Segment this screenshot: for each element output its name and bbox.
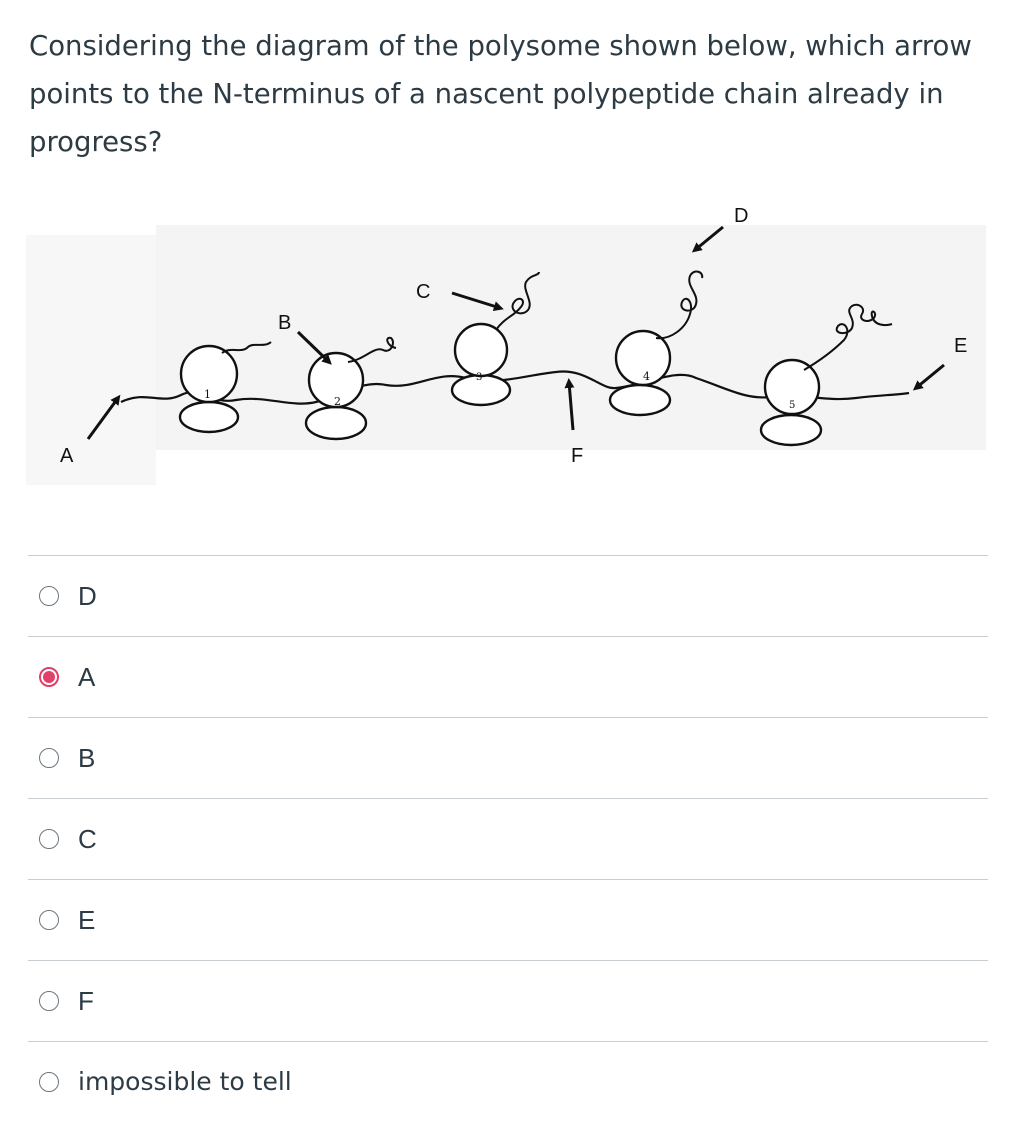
polysome-diagram: 1 2 3 4 5 <box>26 190 990 490</box>
ribosome-4: 4 <box>608 270 704 417</box>
ribosome-2: 2 <box>304 336 397 441</box>
arrow-c <box>451 291 504 311</box>
arrow-c-label: C <box>416 281 430 303</box>
answer-option-b[interactable]: B <box>28 717 988 798</box>
ribosome-number-4: 4 <box>643 370 650 383</box>
ribosome-5: 5 <box>759 303 893 447</box>
radio-button[interactable] <box>39 829 59 849</box>
ribosome-3: 3 <box>450 271 540 407</box>
radio-button[interactable] <box>39 991 59 1011</box>
background-smudge-left <box>26 235 156 485</box>
answer-option-d[interactable]: D <box>28 555 988 636</box>
answer-option-f[interactable]: F <box>28 960 988 1041</box>
answer-label: E <box>78 905 96 935</box>
answer-option-c[interactable]: C <box>28 798 988 879</box>
ribosome-number-3: 3 <box>476 372 482 383</box>
answer-label: C <box>78 824 97 854</box>
answer-option-e[interactable]: E <box>28 879 988 960</box>
ribosome-number-5: 5 <box>789 400 795 411</box>
radio-button[interactable] <box>39 748 59 768</box>
answer-option-impossible[interactable]: impossible to tell <box>28 1041 988 1122</box>
ribosome-number-2: 2 <box>334 395 341 408</box>
arrow-f <box>564 378 575 431</box>
radio-button[interactable] <box>39 910 59 930</box>
arrow-a <box>86 394 121 440</box>
polysome-svg: 1 2 3 4 5 <box>26 205 986 485</box>
answer-label: impossible to tell <box>78 1067 292 1096</box>
arrow-a-label: A <box>60 445 74 467</box>
answer-label: F <box>78 986 94 1016</box>
answer-list: D A B C E F impossible to tell <box>28 555 988 1122</box>
arrow-b-label: B <box>278 312 291 334</box>
arrow-b <box>296 330 332 365</box>
answer-label: D <box>78 581 97 611</box>
answer-label: A <box>78 662 96 692</box>
answer-label: B <box>78 743 96 773</box>
radio-button[interactable] <box>39 1072 59 1092</box>
arrow-d-label: D <box>734 205 748 227</box>
arrow-f-label: F <box>571 445 583 467</box>
question-text: Considering the diagram of the polysome … <box>29 30 972 158</box>
radio-button[interactable] <box>39 586 59 606</box>
ribosome-1: 1 <box>178 341 272 434</box>
arrow-e-label: E <box>954 335 967 357</box>
ribosome-number-1: 1 <box>204 388 211 401</box>
arrow-d <box>691 225 724 253</box>
answer-option-a[interactable]: A <box>28 636 988 717</box>
radio-button-selected[interactable] <box>39 667 59 687</box>
arrow-e <box>912 363 945 391</box>
